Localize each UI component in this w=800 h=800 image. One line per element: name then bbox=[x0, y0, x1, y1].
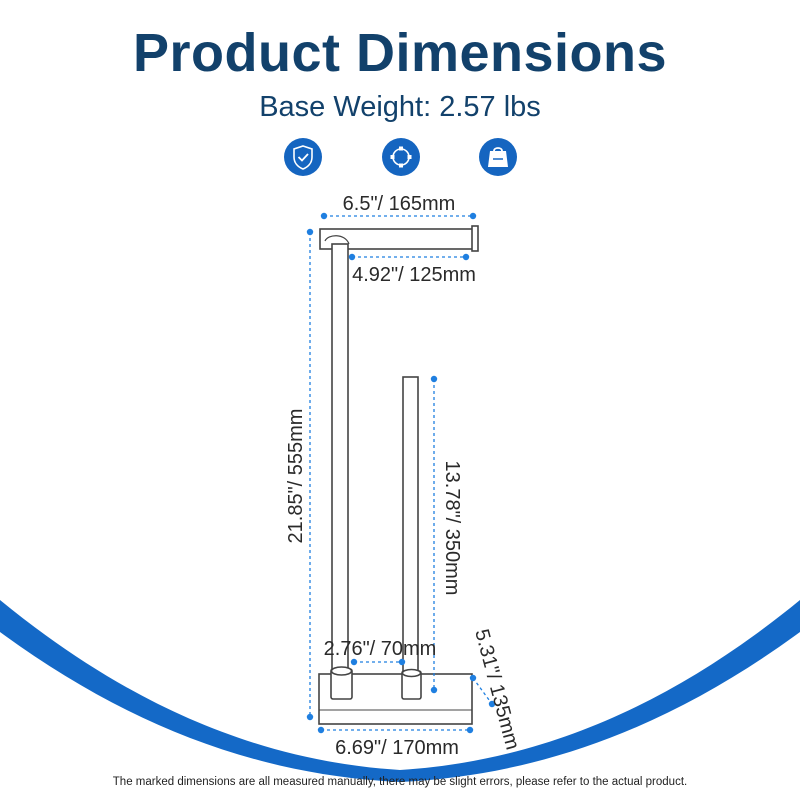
base-depth-label: 5.31"/ 135mm bbox=[470, 627, 523, 752]
total-height-label: 21.85"/ 555mm bbox=[285, 409, 307, 544]
shield-check-icon bbox=[284, 138, 322, 176]
toilet-paper-stand-drawing bbox=[318, 225, 479, 725]
page-title: Product Dimensions bbox=[132, 23, 668, 83]
post-spacing-label: 2.76"/ 70mm bbox=[324, 638, 437, 660]
measurement-disclaimer: The marked dimensions are all measured m… bbox=[112, 776, 688, 788]
arm-inner-label: 4.92"/ 125mm bbox=[352, 264, 476, 286]
dimension-endpoints bbox=[306, 212, 496, 734]
base-weight-subtitle: Base Weight: 2.57 lbs bbox=[259, 91, 541, 123]
base-width-label: 6.69"/ 170mm bbox=[335, 737, 459, 759]
decorative-white-wave bbox=[0, 632, 800, 800]
dimension-lines bbox=[309, 215, 493, 731]
circle-nodes-icon bbox=[382, 138, 420, 176]
weight-icon bbox=[479, 138, 517, 176]
arm-length-label: 6.5"/ 165mm bbox=[343, 193, 456, 215]
reserve-height-label: 13.78"/ 350mm bbox=[441, 461, 463, 596]
